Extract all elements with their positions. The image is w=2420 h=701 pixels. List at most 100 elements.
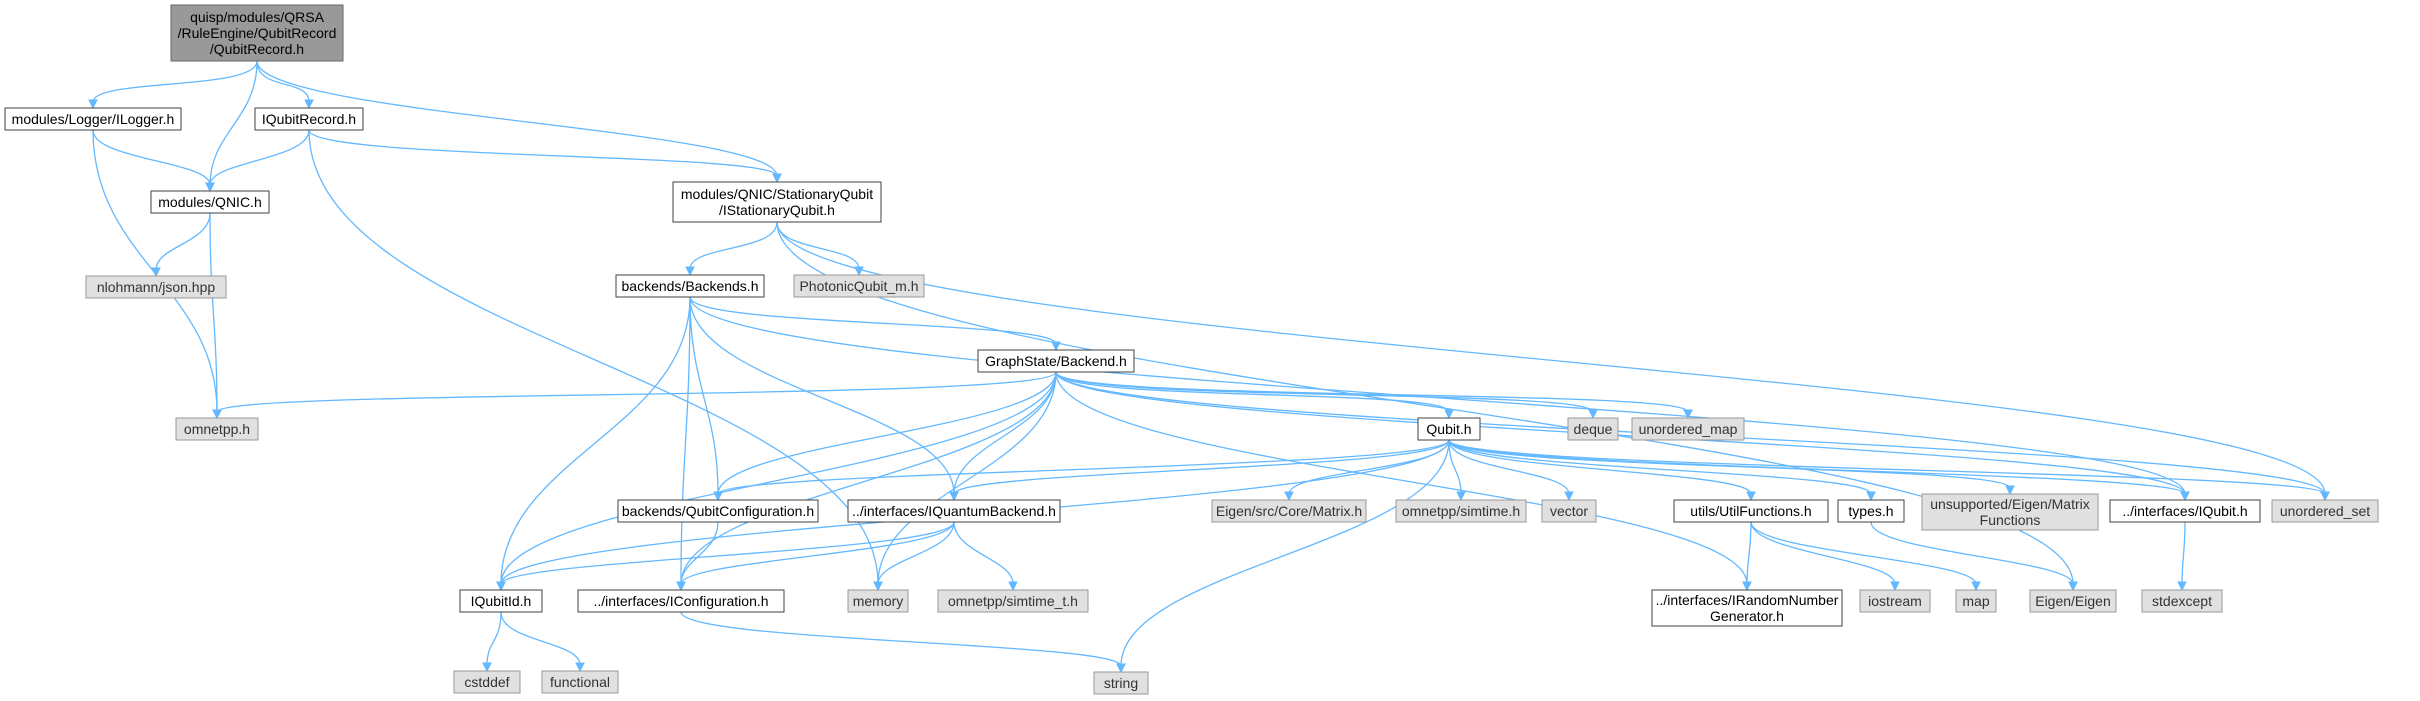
node-label: Eigen/src/Core/Matrix.h <box>1216 503 1362 519</box>
node-box-functional <box>541 670 619 694</box>
node-label: unsupported/Eigen/Matrix <box>1930 496 2090 512</box>
arrowhead-istationary-to-backends <box>685 266 695 277</box>
node-label: IQubitId.h <box>471 593 532 609</box>
arrowhead-iqubitid-to-functional <box>575 662 585 673</box>
edge-backends-to-graphstate <box>689 296 1057 345</box>
node-box-iconfig <box>577 589 785 613</box>
arrowhead-graphstate-to-omnetpp <box>212 409 222 420</box>
node-box-qnic <box>150 190 270 214</box>
node-box-iqubitid <box>459 589 543 613</box>
edge-qubith-to-qubitconfig <box>717 439 1450 495</box>
node-box-istationary <box>672 181 882 223</box>
edge-graphstate-to-iqubitid <box>500 371 1057 585</box>
edge-root-to-iqubitrecord <box>256 60 310 103</box>
node-label: /RuleEngine/QubitRecord <box>178 25 337 41</box>
edge-backends-to-iqubitid <box>500 296 691 585</box>
edge-iqubit-to-stdexcept <box>2181 521 2186 585</box>
edge-qubitconfig-to-iconfig <box>680 521 719 585</box>
edge-iconfig-to-string <box>680 611 1122 667</box>
edge-qubith-to-types <box>1448 439 1872 495</box>
arrowhead-iqubitrecord-to-qnic <box>205 182 215 193</box>
edge-iqubitid-to-functional <box>500 611 581 666</box>
arrowhead-qubith-to-utilfunctions <box>1746 491 1756 502</box>
node-box-iqubit <box>2109 499 2261 523</box>
node-label: Qubit.h <box>1426 421 1471 437</box>
node-label: unordered_map <box>1639 421 1738 437</box>
arrowhead-iquantum-to-simtime_t <box>1008 581 1018 592</box>
node-simtime: omnetpp/simtime.h <box>1395 499 1527 523</box>
node-cstddef: cstddef <box>453 670 521 694</box>
node-iqubit[interactable]: ../interfaces/IQubit.h <box>2109 499 2261 523</box>
node-qubith[interactable]: Qubit.h <box>1417 417 1481 441</box>
node-box-simtime <box>1395 499 1527 523</box>
edge-iqubitrecord-to-qnic <box>209 129 310 186</box>
node-label: omnetpp/simtime_t.h <box>948 593 1078 609</box>
node-utilfunctions[interactable]: utils/UtilFunctions.h <box>1673 499 1829 523</box>
node-label: utils/UtilFunctions.h <box>1690 503 1811 519</box>
edge-qubith-to-simtime <box>1448 439 1462 495</box>
node-iconfig[interactable]: ../interfaces/IConfiguration.h <box>577 589 785 613</box>
node-istationary[interactable]: modules/QNIC/StationaryQubit/IStationary… <box>672 181 882 223</box>
node-qubitconfig[interactable]: backends/QubitConfiguration.h <box>617 499 819 523</box>
edge-istationary-to-backends <box>689 221 778 270</box>
node-iqubitid[interactable]: IQubitId.h <box>459 589 543 613</box>
node-string: string <box>1093 671 1149 695</box>
node-omnetpp: omnetpp.h <box>175 417 259 441</box>
arrowhead-utilfunctions-to-iostream <box>1890 581 1900 592</box>
node-box-qubith <box>1417 417 1481 441</box>
edge-graphstate-to-iquantum <box>953 371 1057 495</box>
arrowhead-qubith-to-types <box>1866 491 1876 502</box>
node-root[interactable]: quisp/modules/QRSA/RuleEngine/QubitRecor… <box>170 4 344 62</box>
node-types[interactable]: types.h <box>1837 499 1905 523</box>
node-label: backends/QubitConfiguration.h <box>622 503 814 519</box>
node-box-backends <box>615 274 765 298</box>
node-box-memory <box>847 589 909 613</box>
node-box-stdexcept <box>2141 589 2223 613</box>
node-box-eigenmatrix <box>1211 499 1367 523</box>
node-label: modules/QNIC/StationaryQubit <box>681 186 873 202</box>
node-iqubitrecord[interactable]: IQubitRecord.h <box>254 107 364 131</box>
node-box-graphstate <box>977 349 1135 373</box>
node-label: modules/QNIC.h <box>158 194 261 210</box>
node-label: GraphState/Backend.h <box>985 353 1127 369</box>
edge-graphstate-to-iqubit <box>1055 371 2186 495</box>
node-label: map <box>1962 593 1989 609</box>
arrowhead-root-to-logger <box>88 99 98 110</box>
arrowhead-backends-to-graphstate <box>1051 341 1061 352</box>
edge-backends-to-iconfig <box>680 296 691 585</box>
node-label: IQubitRecord.h <box>262 111 356 127</box>
node-iostream: iostream <box>1859 589 1931 613</box>
edge-graphstate-to-qubitconfig <box>717 371 1057 495</box>
node-label: modules/Logger/ILogger.h <box>12 111 175 127</box>
arrowhead-iquantum-to-iconfig <box>676 581 686 592</box>
node-box-qubitconfig <box>617 499 819 523</box>
node-iquantum[interactable]: ../interfaces/IQuantumBackend.h <box>847 499 1061 523</box>
node-qnic[interactable]: modules/QNIC.h <box>150 190 270 214</box>
edge-iqubitrecord-to-memory <box>308 129 879 585</box>
node-box-unordered_set <box>2271 499 2379 523</box>
node-simtime_t: omnetpp/simtime_t.h <box>937 589 1089 613</box>
node-functional: functional <box>541 670 619 694</box>
arrowhead-iquantum-to-memory <box>873 581 883 592</box>
edge-istationary-to-photonic <box>776 221 860 270</box>
node-box-eigen <box>2029 589 2117 613</box>
node-backends[interactable]: backends/Backends.h <box>615 274 765 298</box>
arrowhead-qubith-to-iqubit <box>2180 491 2190 502</box>
node-label: PhotonicQubit_m.h <box>799 278 918 294</box>
node-box-iostream <box>1859 589 1931 613</box>
node-layer: quisp/modules/QRSA/RuleEngine/QubitRecor… <box>4 4 2379 695</box>
arrowhead-qubith-to-vector <box>1564 491 1574 502</box>
node-logger[interactable]: modules/Logger/ILogger.h <box>4 107 182 131</box>
node-label: cstddef <box>464 674 509 690</box>
edge-qubith-to-iqubit <box>1448 439 2186 495</box>
node-graphstate[interactable]: GraphState/Backend.h <box>977 349 1135 373</box>
edge-backends-to-iquantum <box>689 296 955 495</box>
arrowhead-iqubitid-to-cstddef <box>482 662 492 673</box>
node-deque: deque <box>1567 417 1619 441</box>
arrowhead-iconfig-to-string <box>1116 663 1126 674</box>
node-unordered_map: unordered_map <box>1631 417 1745 441</box>
edge-istationary-to-unordered_set <box>776 221 2326 495</box>
